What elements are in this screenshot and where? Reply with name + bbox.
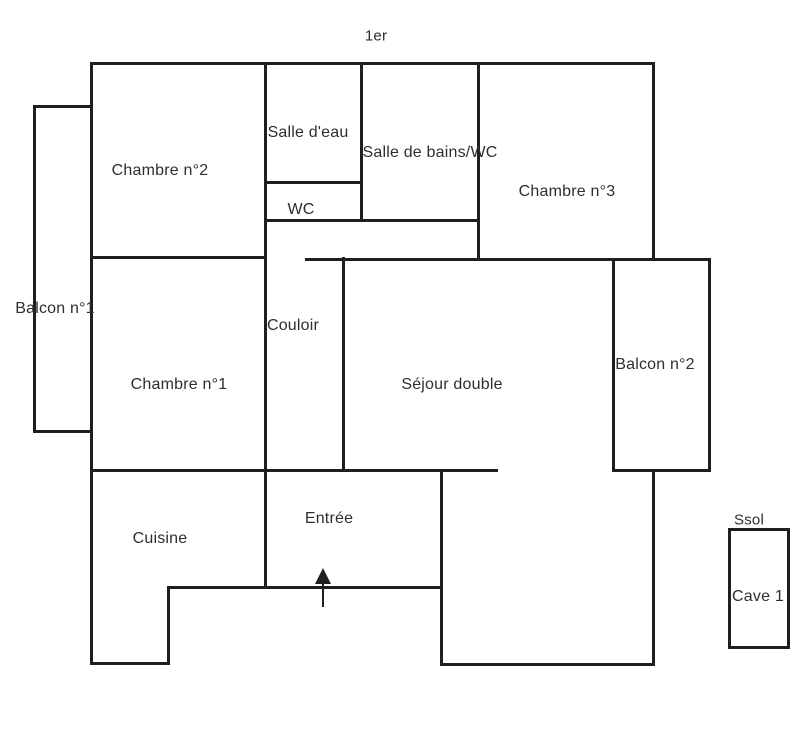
basement-title: Ssol	[734, 511, 764, 529]
wall-entree-bottom	[167, 586, 443, 589]
room-label-salle-deau: Salle d'eau	[267, 124, 349, 141]
wall-balcon1-left	[33, 105, 36, 433]
room-label-cave: Cave 1	[732, 588, 784, 605]
wall-balcon2-left	[612, 258, 615, 472]
wall-wc-bains-bottom	[264, 219, 480, 222]
room-label-balcon1: Balcon n°1	[15, 300, 95, 317]
entrance-arrow-head-icon	[315, 568, 331, 584]
wall-cuisine-bottom	[90, 662, 170, 665]
wall-chambre2-chambre1-divider	[90, 256, 267, 259]
wall-couloir-right	[342, 257, 345, 472]
wall-salle-deau-bottom	[264, 181, 363, 184]
entrance-arrow-shaft	[322, 572, 324, 607]
room-label-sejour: Séjour double	[401, 376, 503, 393]
wall-entree-right	[440, 469, 443, 666]
wall-cuisine-step	[167, 586, 170, 665]
floor-title: 1er	[364, 27, 388, 45]
wall-chambre3-right	[652, 62, 655, 261]
wall-building-right-lower	[652, 469, 655, 666]
wall-balcon1-top	[33, 105, 93, 108]
wall-building-left	[90, 62, 93, 665]
room-label-entree: Entrée	[304, 510, 354, 527]
wall-balcon2-right	[708, 258, 711, 472]
room-label-chambre3: Chambre n°3	[518, 183, 616, 200]
wall-chambre1-sejour-bottom	[90, 469, 498, 472]
room-label-chambre1: Chambre n°1	[130, 376, 228, 393]
room-label-wc: WC	[287, 201, 315, 218]
wall-bains-right	[477, 62, 480, 261]
room-label-balcon2: Balcon n°2	[615, 356, 695, 373]
room-label-salle-de-bains-wc: Salle de bains/WC	[362, 144, 498, 161]
room-label-couloir: Couloir	[266, 317, 320, 334]
wall-balcon2-bottom	[612, 469, 711, 472]
wall-salle-deau-right	[360, 62, 363, 222]
wall-balcon1-bottom	[33, 430, 93, 433]
room-label-chambre2: Chambre n°2	[111, 162, 209, 179]
wall-chambre2-right-couloir-left	[264, 62, 267, 589]
room-label-cuisine: Cuisine	[132, 530, 188, 547]
wall-bottom-right	[440, 663, 655, 666]
wall-mid-sejour-top	[305, 258, 711, 261]
cave-box	[728, 528, 790, 649]
wall-top	[90, 62, 655, 65]
